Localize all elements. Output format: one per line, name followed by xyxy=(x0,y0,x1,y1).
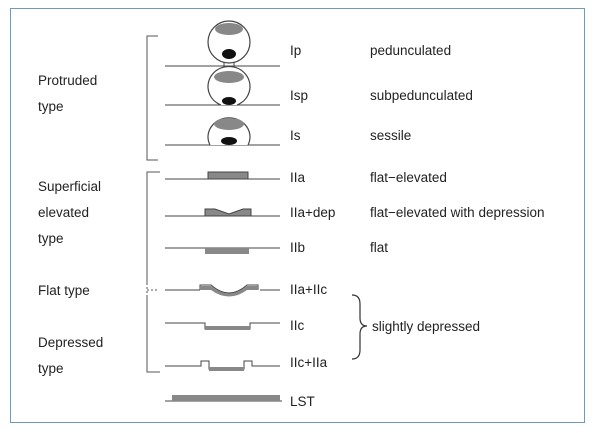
code-lst: LST xyxy=(290,394,315,409)
slightly-depressed-brace xyxy=(351,294,368,360)
iia-dep-shape xyxy=(165,208,280,217)
figure-frame xyxy=(10,8,585,423)
iia-iic-shape xyxy=(165,284,280,297)
category-depressed-line1: Depressed xyxy=(38,335,104,350)
protruded-bracket xyxy=(146,35,158,161)
category-protruded-line2: type xyxy=(38,99,64,114)
desc-subpedunculated: subpedunculated xyxy=(370,88,473,103)
iic-iia-shape xyxy=(165,360,280,371)
category-depressed-line2: type xyxy=(38,361,64,376)
code-iib: IIb xyxy=(290,240,306,255)
category-superficial-line1: Superficial xyxy=(38,179,102,194)
category-superficial-line3: type xyxy=(38,231,64,246)
code-iic: IIc xyxy=(290,318,305,333)
code-iia-iic: IIa+IIc xyxy=(290,282,328,297)
desc-flat-elevated-depression: flat−elevated with depression xyxy=(370,205,545,220)
desc-flat: flat xyxy=(370,240,389,255)
iib-shape xyxy=(165,247,280,254)
iic-shape xyxy=(165,322,280,330)
category-superficial-line2: elevated xyxy=(38,205,90,220)
code-isp: Isp xyxy=(290,88,309,103)
desc-flat-elevated: flat−elevated xyxy=(370,170,447,185)
code-iia-dep: IIa+dep xyxy=(290,205,336,220)
lst-shape xyxy=(165,395,282,402)
code-iic-iia: IIc+IIa xyxy=(290,355,328,370)
code-iia: IIa xyxy=(290,170,306,185)
desc-pedunculated: pedunculated xyxy=(370,43,452,58)
category-protruded-line1: Protruded xyxy=(38,73,98,88)
code-is: Is xyxy=(290,128,301,143)
is-shape xyxy=(165,117,280,146)
isp-shape xyxy=(165,65,280,106)
ip-shape xyxy=(165,20,280,67)
category-flat: Flat type xyxy=(38,283,90,298)
iia-shape xyxy=(165,171,280,180)
superficial-depressed-bracket xyxy=(146,171,160,373)
desc-sessile: sessile xyxy=(370,128,412,143)
code-ip: Ip xyxy=(290,43,302,58)
desc-slightly-depressed: slightly depressed xyxy=(372,319,481,334)
